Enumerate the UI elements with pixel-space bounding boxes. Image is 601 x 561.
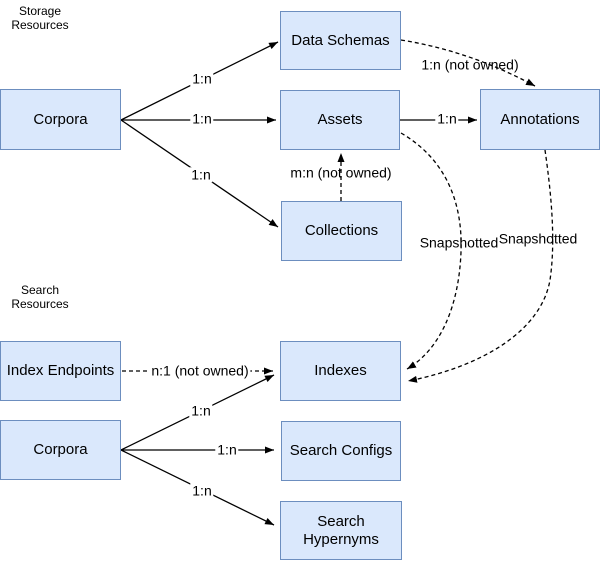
node-assets: Assets (280, 90, 400, 150)
section-label-storage: Storage Resources (11, 4, 69, 32)
edge-label-assets-to-indexes: Snapshotted (419, 234, 499, 251)
edge-label-corpora-search-to-search-hypernyms: 1:n (190, 482, 214, 499)
node-index-endpoints: Index Endpoints (0, 341, 121, 401)
node-indexes: Indexes (280, 341, 401, 401)
edge-label-assets-to-annotations: 1:n (435, 110, 459, 127)
edge-annotations-to-indexes (407, 149, 554, 383)
node-corpora-search: Corpora (0, 420, 121, 480)
edge-label-corpora-search-to-search-configs: 1:n (215, 441, 239, 458)
node-corpora-storage: Corpora (0, 89, 121, 150)
node-collections: Collections (281, 201, 402, 261)
edge-assets-to-indexes (400, 132, 462, 370)
edge-label-corpora-storage-to-data-schemas: 1:n (190, 70, 214, 87)
edge-label-corpora-storage-to-assets: 1:n (190, 110, 214, 127)
edge-label-collections-to-assets: m:n (not owned) (290, 164, 392, 181)
section-label-search: Search Resources (11, 283, 69, 311)
edge-label-annotations-to-indexes: Snapshotted (498, 230, 578, 247)
edge-data-schemas-to-annotations (400, 39, 536, 87)
edge-label-index-endpoints-to-indexes: n:1 (not owned) (149, 362, 251, 379)
edge-label-corpora-search-to-indexes: 1:n (189, 402, 213, 419)
node-search-configs: Search Configs (281, 421, 401, 481)
edge-label-corpora-storage-to-collections: 1:n (189, 166, 213, 183)
node-data-schemas: Data Schemas (280, 11, 401, 70)
node-annotations: Annotations (480, 89, 600, 150)
edge-label-data-schemas-to-annotations: 1:n (not owned) (421, 56, 519, 73)
node-search-hypernyms: Search Hypernyms (280, 501, 402, 560)
